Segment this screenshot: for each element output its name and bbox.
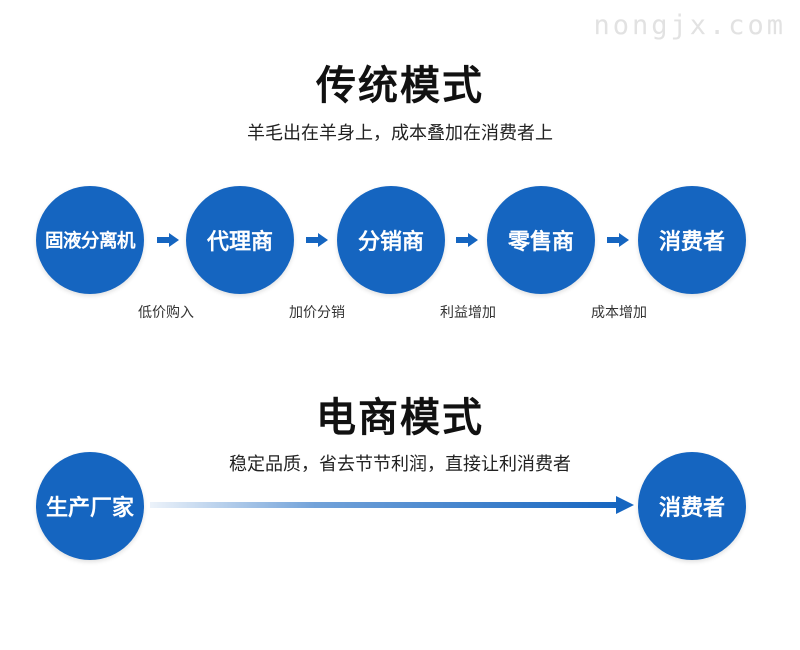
node-consumer: 消费者 <box>638 186 746 294</box>
node-retailer: 零售商 <box>487 186 595 294</box>
step-label-profit-increase: 利益增加 <box>440 305 496 321</box>
long-right-arrow-icon <box>150 496 634 514</box>
step-label-buy-low: 低价购入 <box>138 305 194 321</box>
node-manufacturer: 生产厂家 <box>36 452 144 560</box>
node-distributor: 分销商 <box>337 186 445 294</box>
right-arrow-icon <box>456 233 478 247</box>
node-agent: 代理商 <box>186 186 294 294</box>
node-separator-machine: 固液分离机 <box>36 186 144 294</box>
watermark-text: nongjx.com <box>593 10 786 41</box>
ecommerce-title: 电商模式 <box>316 395 484 441</box>
traditional-subtitle: 羊毛出在羊身上，成本叠加在消费者上 <box>247 123 553 144</box>
ecommerce-subtitle: 稳定品质，省去节节利润，直接让利消费者 <box>229 454 571 475</box>
step-label-markup: 加价分销 <box>289 305 345 321</box>
right-arrow-icon <box>607 233 629 247</box>
step-label-cost-increase: 成本增加 <box>591 305 647 321</box>
right-arrow-icon <box>306 233 328 247</box>
node-consumer-direct: 消费者 <box>638 452 746 560</box>
right-arrow-icon <box>157 233 179 247</box>
traditional-title: 传统模式 <box>316 63 484 109</box>
